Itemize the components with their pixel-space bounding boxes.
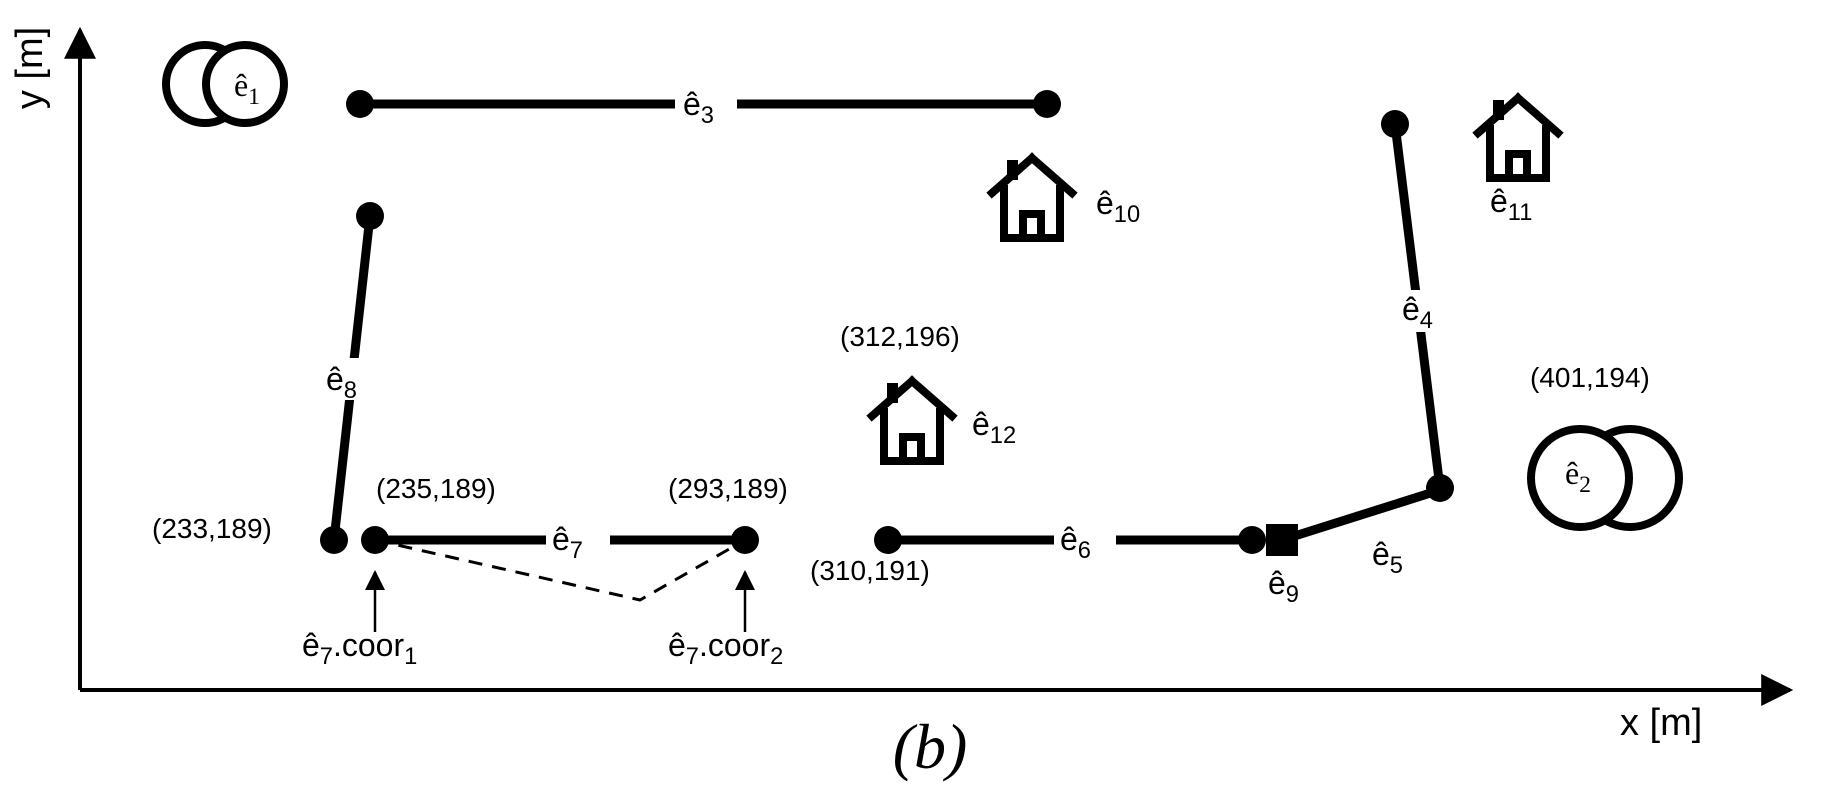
- entity-e2-icon: [1527, 425, 1683, 531]
- entity-e1-icon: [162, 41, 288, 127]
- entity-e8-label: ê8: [326, 361, 357, 404]
- entity-e10-label: ê10: [1096, 185, 1140, 228]
- entity-e9-square: [1266, 524, 1298, 556]
- coord-label-235-189: (235,189): [376, 473, 496, 504]
- coor2-label: ê7.coor2: [668, 627, 783, 670]
- entity-e11-house-icon: [1478, 98, 1558, 178]
- entity-e4-label: ê4: [1402, 291, 1433, 334]
- entity-e11-label: ê11: [1490, 183, 1532, 226]
- entity-e12-house-icon: [872, 381, 952, 461]
- entity-e7-label: ê7: [552, 521, 583, 564]
- coord-label-310-191: (310,191): [810, 555, 930, 586]
- y-axis-label: y [m]: [9, 27, 51, 109]
- entity-e5-label: ê5: [1372, 536, 1403, 579]
- caption: (b): [893, 711, 968, 782]
- coord-label-233-189: (233,189): [152, 513, 272, 544]
- entity-e1-label: ê1: [234, 67, 260, 110]
- coord-label-293-189: (293,189): [668, 473, 788, 504]
- coord-label-312-196: (312,196): [840, 321, 960, 352]
- entity-e9-label: ê9: [1268, 565, 1299, 608]
- entity-e10-house-icon: [992, 158, 1072, 238]
- coor1-label: ê7.coor1: [302, 627, 417, 670]
- coord-label-401-194: (401,194): [1530, 362, 1650, 393]
- entity-e12-label: ê12: [972, 406, 1016, 449]
- entity-e2-label: ê2: [1565, 455, 1591, 498]
- entity-e5-segment: [1280, 485, 1442, 545]
- x-axis-label: x [m]: [1620, 702, 1702, 744]
- entity-e6-label: ê6: [1060, 521, 1091, 564]
- entity-e3-label: ê3: [683, 86, 714, 129]
